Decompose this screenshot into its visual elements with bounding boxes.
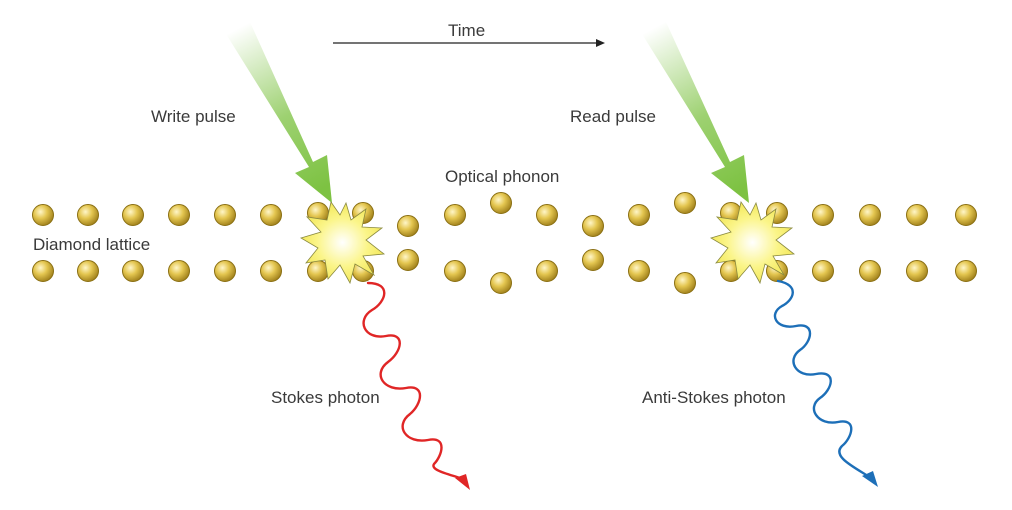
read-flash-icon [710, 201, 796, 285]
lattice-atom [906, 260, 928, 282]
anti-stokes-photon-label: Anti-Stokes photon [642, 388, 786, 407]
lattice-atom [812, 204, 834, 226]
lattice-atom [122, 204, 144, 226]
lattice-atom [536, 204, 558, 226]
lattice-atom [674, 272, 696, 294]
anti-stokes-photon-wave [773, 279, 878, 487]
diamond-lattice-label: Diamond lattice [33, 235, 151, 254]
lattice-atom [214, 260, 236, 282]
lattice-atom [628, 204, 650, 226]
write-pulse-arrow [226, 22, 332, 203]
time-label: Time [448, 21, 486, 40]
lattice-atom [906, 204, 928, 226]
lattice-atom [812, 260, 834, 282]
time-arrow [333, 39, 605, 47]
lattice-atom [32, 260, 54, 282]
lattice-atom [444, 260, 466, 282]
read-pulse-arrow [642, 22, 749, 203]
lattice-atom [397, 249, 419, 271]
lattice-atom [168, 260, 190, 282]
lattice-atom [955, 204, 977, 226]
lattice-atom [536, 260, 558, 282]
lattice-atom [490, 192, 512, 214]
write-flash-icon [300, 201, 386, 285]
read-pulse-label: Read pulse [570, 107, 657, 126]
stokes-photon-wave [362, 281, 470, 490]
lattice-atom [214, 204, 236, 226]
lattice-atom [397, 215, 419, 237]
lattice-atom [77, 204, 99, 226]
lattice-atom [859, 260, 881, 282]
lattice-atom [582, 215, 604, 237]
lattice-atom [490, 272, 512, 294]
lattice-atom [955, 260, 977, 282]
stokes-photon-label: Stokes photon [271, 388, 380, 407]
lattice-atom [260, 204, 282, 226]
lattice-atom [628, 260, 650, 282]
write-pulse-label: Write pulse [151, 107, 236, 126]
lattice-atom [122, 260, 144, 282]
lattice-atom [260, 260, 282, 282]
lattice-atom [77, 260, 99, 282]
optical-phonon-label: Optical phonon [445, 167, 560, 186]
lattice-atom [444, 204, 466, 226]
lattice-atom [32, 204, 54, 226]
lattice-atom [168, 204, 190, 226]
lattice-atom [859, 204, 881, 226]
lattice-atom [582, 249, 604, 271]
lattice-atom [674, 192, 696, 214]
diamond-lattice [32, 192, 977, 294]
